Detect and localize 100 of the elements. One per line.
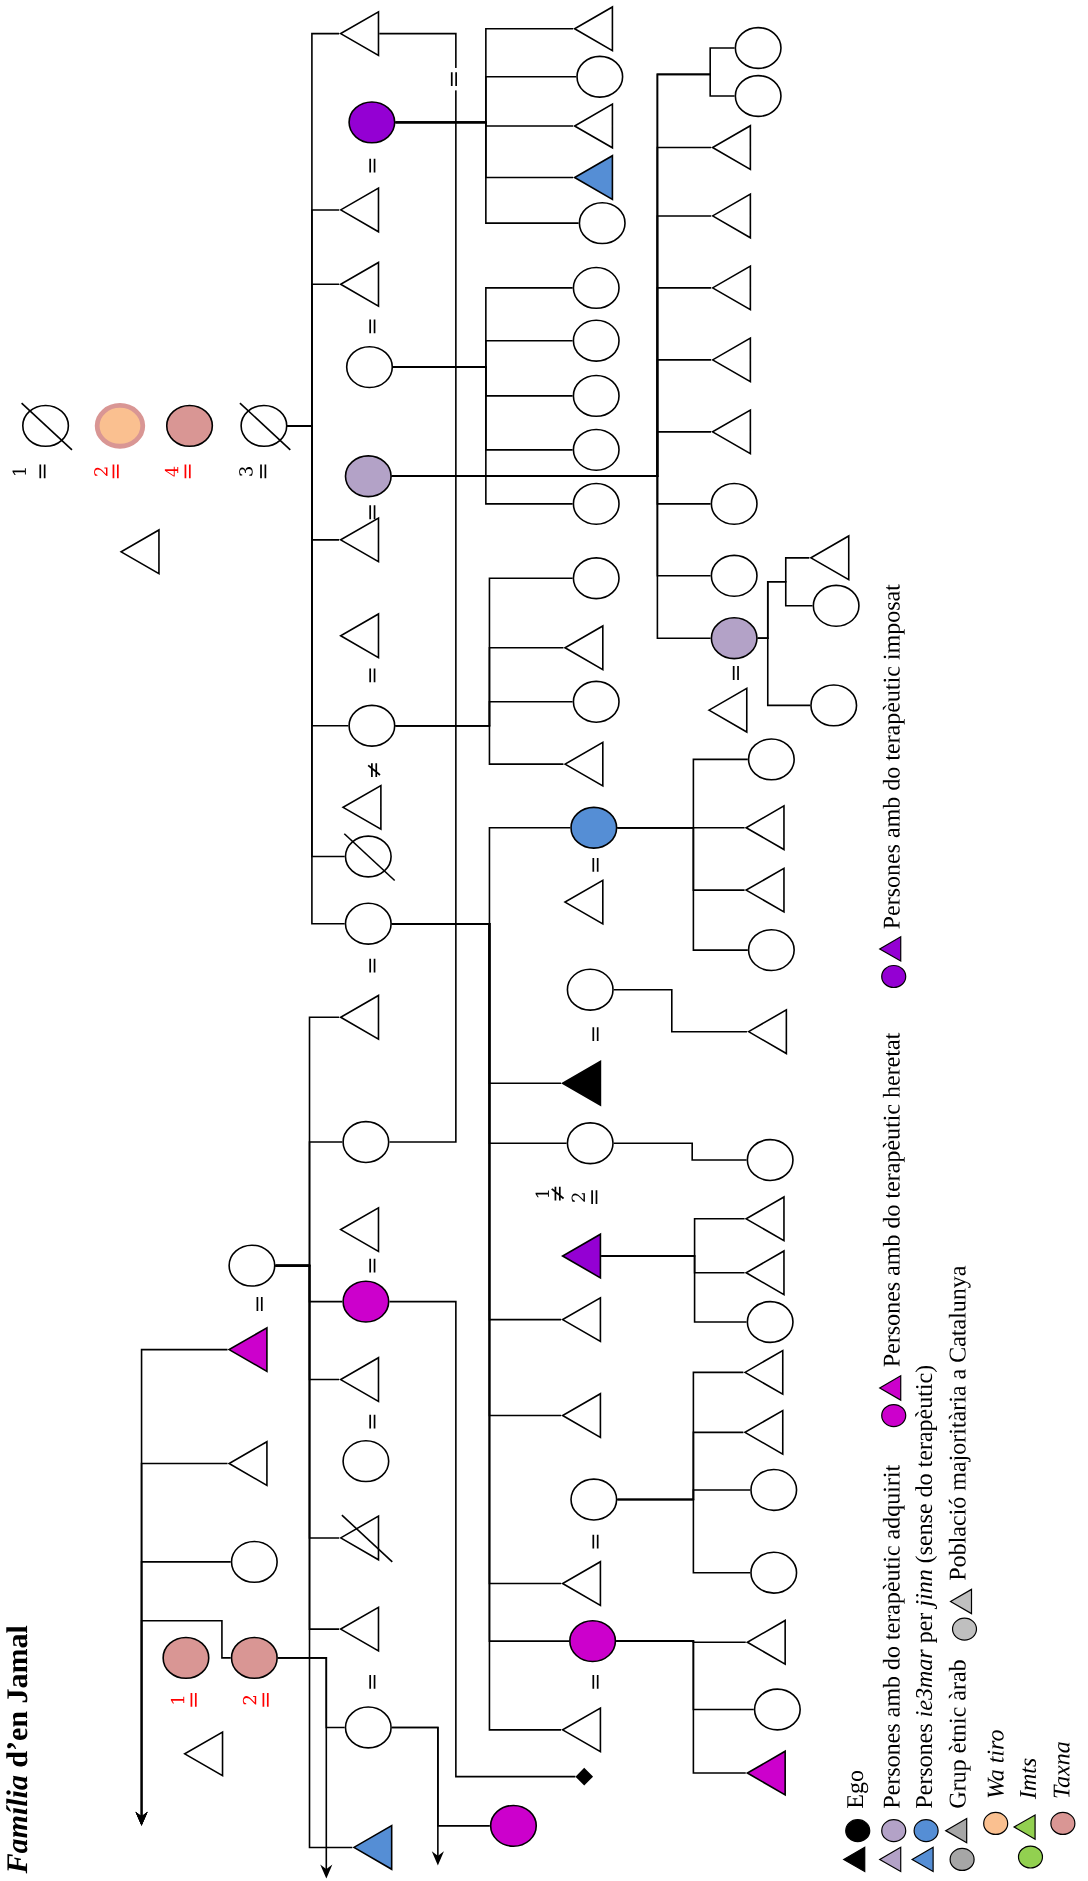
marriage-sign: = <box>369 668 376 683</box>
marriage-sign: = <box>369 1414 376 1429</box>
circle-symbol <box>342 1280 390 1323</box>
legend-text: Taxna <box>1053 1742 1070 1798</box>
triangle-symbol <box>573 154 614 201</box>
marriage-sign: = <box>592 1675 599 1689</box>
triangle-symbol <box>339 994 380 1041</box>
circle-symbol <box>570 806 618 849</box>
marriage-sign: = <box>591 1190 598 1205</box>
triangle-symbol <box>561 1560 602 1607</box>
marriage-sign: = <box>260 464 267 479</box>
descent-line <box>274 1264 354 1849</box>
circle-symbol <box>810 684 858 727</box>
circle-symbol <box>165 404 214 448</box>
descent-line <box>613 988 748 1033</box>
legend-text: Persones amb do terapèutic heretat <box>882 1032 905 1367</box>
marriage-sign: = <box>369 958 376 973</box>
marriage-sign: = <box>369 1675 376 1689</box>
circle-symbol <box>572 319 620 362</box>
circle-symbol <box>489 1804 537 1848</box>
circle-symbol <box>747 738 795 781</box>
triangle-symbol <box>561 1060 602 1107</box>
marriage-sign: = <box>732 666 739 680</box>
marriage-sign: = <box>369 1258 376 1273</box>
descent-line <box>600 1255 748 1323</box>
circle-symbol <box>750 1468 798 1512</box>
marriage-sign: = <box>184 464 191 479</box>
circle-symbol <box>572 680 620 723</box>
crossed-triangle-symbol <box>339 1514 394 1563</box>
circle-symbol <box>812 584 860 627</box>
circle-symbol <box>348 704 396 747</box>
circle-symbol <box>746 1300 794 1344</box>
legend-text: Ego <box>847 1770 869 1808</box>
circle-symbol <box>345 345 394 389</box>
legend-text: Imts <box>1020 1758 1036 1800</box>
circle-symbol <box>734 26 782 70</box>
legend-text: Persones amb do terapèutic imposat <box>882 584 905 929</box>
circle-symbol <box>344 455 392 498</box>
descent-line <box>388 1300 577 1778</box>
circle-symbol <box>230 1636 278 1680</box>
marriage-sign: = <box>39 464 46 479</box>
circle-symbol <box>572 266 620 310</box>
legend-text: Persones ie3mar perjinn (sense do terapèutic) <box>915 1365 937 1808</box>
circle-symbol <box>566 1122 614 1165</box>
order-number: 2 <box>94 467 108 476</box>
marriage-sign: = <box>369 158 376 173</box>
marriage-sign: = <box>448 67 463 91</box>
circle-symbol <box>746 1138 794 1182</box>
descent-line <box>615 1640 747 1774</box>
circle-symbol <box>572 482 620 526</box>
legend-text: Població majoritària a Catalunya <box>948 1265 971 1580</box>
circle-symbol <box>753 1688 801 1731</box>
order-number: 2 <box>242 1695 257 1705</box>
marriage-sign: = <box>256 1297 263 1311</box>
marriage-sign: = <box>592 1027 599 1041</box>
circle-symbol <box>578 201 626 245</box>
marriage-sign: = <box>262 1693 269 1707</box>
order-number: 1 <box>170 1696 185 1704</box>
circle-symbol <box>576 55 624 98</box>
circle-symbol <box>344 902 392 945</box>
divorce-sign: ≠ <box>367 763 381 778</box>
circle-symbol <box>570 1478 618 1521</box>
circle-symbol <box>747 928 795 972</box>
circle-symbol <box>230 1540 278 1584</box>
marriage-sign: = <box>592 1534 599 1549</box>
descent-line <box>616 826 749 951</box>
diamond-symbol <box>575 1767 593 1786</box>
divorce-sign: ≠ <box>551 1186 565 1201</box>
circle-symbol <box>572 557 620 600</box>
circle-symbol <box>572 374 620 418</box>
descent-line <box>613 1142 748 1161</box>
descent-line <box>392 366 574 505</box>
descent-line <box>391 475 712 639</box>
circle-symbol <box>342 1120 390 1164</box>
marriage-sign: = <box>190 1693 197 1707</box>
title: Família d’en Jamal <box>6 1625 28 1874</box>
order-number: 2 <box>571 1193 585 1202</box>
circle-symbol <box>228 1244 276 1287</box>
marriage-line <box>378 32 457 1143</box>
order-number: 1 <box>12 468 26 475</box>
circle-symbol <box>348 101 396 144</box>
crossed-circle-symbol <box>20 402 73 451</box>
circle-symbol <box>342 1439 390 1483</box>
order-number: 3 <box>239 467 253 476</box>
circle-symbol <box>94 403 146 449</box>
circle-symbol <box>569 1619 617 1663</box>
marriage-sign: = <box>592 858 599 872</box>
circle-symbol <box>734 74 782 118</box>
circle-symbol <box>566 968 614 1011</box>
circle-symbol <box>344 1706 392 1749</box>
descent-line <box>394 121 580 224</box>
marriage-sign: = <box>369 319 376 334</box>
crossed-circle-symbol <box>239 402 292 451</box>
triangle-symbol <box>339 10 380 57</box>
circle-symbol <box>750 1551 798 1594</box>
descent-line <box>394 725 565 765</box>
order-number: 4 <box>164 466 179 477</box>
triangle-symbol <box>561 1392 602 1439</box>
marriage-sign: = <box>112 464 119 479</box>
triangle-symbol <box>339 1356 380 1403</box>
